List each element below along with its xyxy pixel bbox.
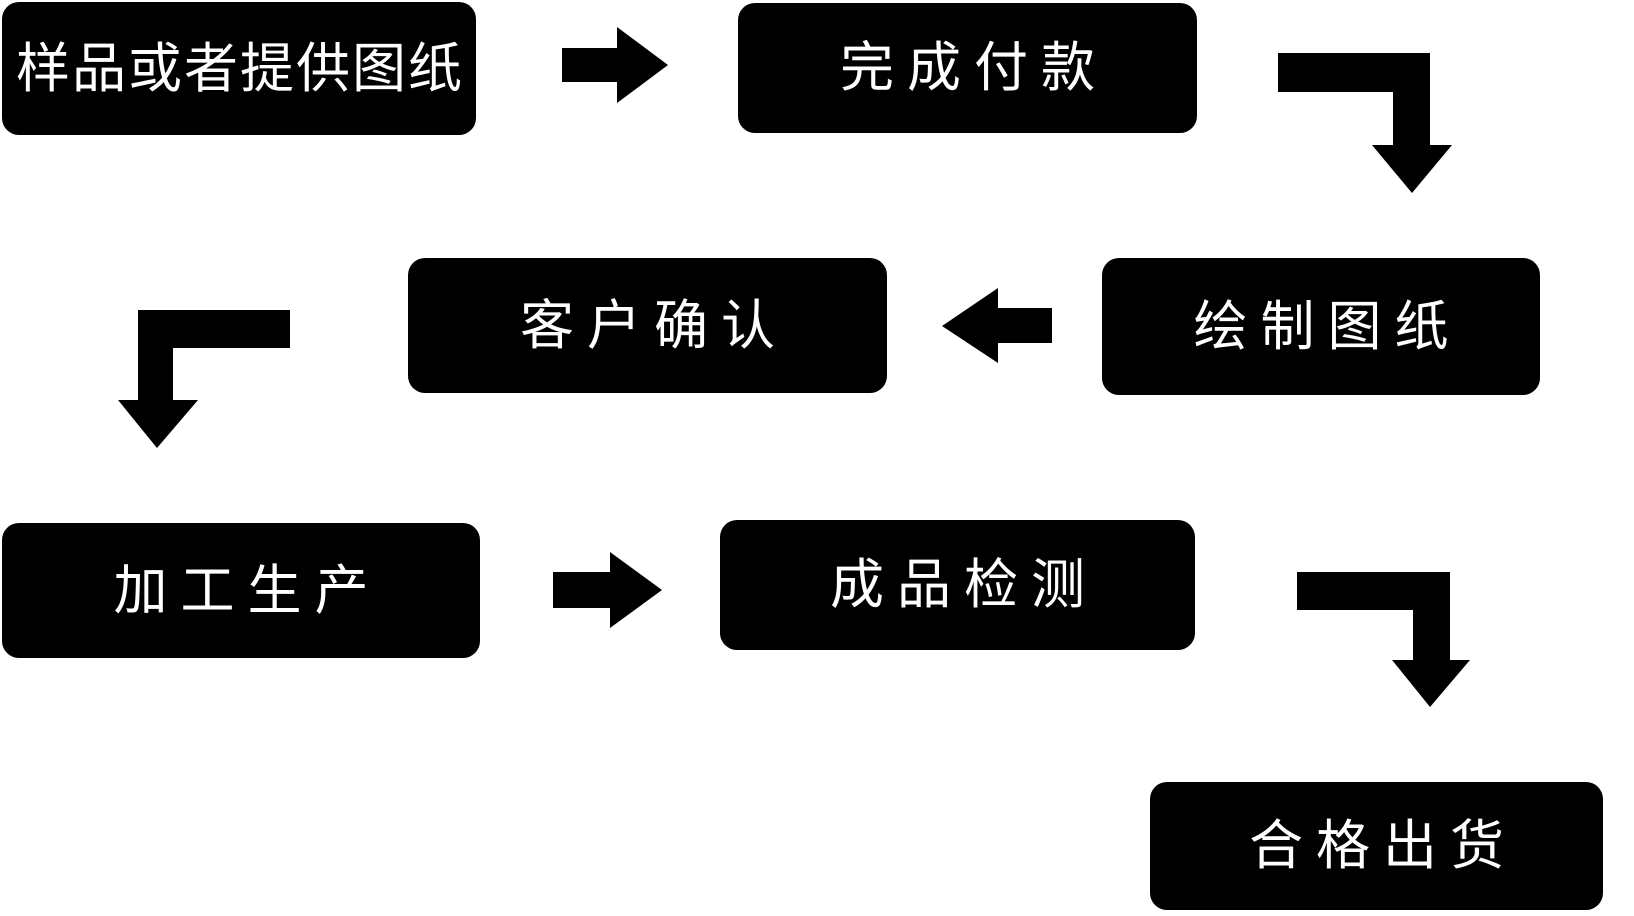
- arrow-elbow-confirm-to-production: [118, 310, 290, 448]
- node-label-inspection: 成品检测: [830, 555, 1098, 615]
- arrow-left-drawing-to-confirm: [942, 288, 1052, 363]
- flow-node-inspection: 成品检测: [720, 520, 1195, 650]
- flow-node-production: 加工生产: [2, 523, 480, 658]
- arrow-right-production-to-inspection: [553, 552, 662, 628]
- node-label-drawing: 绘制图纸: [1193, 296, 1462, 357]
- arrow-right-sample-to-payment: [562, 27, 668, 103]
- flow-node-shipment: 合格出货: [1150, 782, 1603, 910]
- node-label-payment: 完成付款: [840, 38, 1108, 98]
- node-label-shipment: 合格出货: [1249, 816, 1517, 876]
- arrow-elbow-inspection-to-shipment: [1297, 572, 1470, 707]
- node-label-confirm: 客户确认: [520, 295, 788, 356]
- flow-node-sample: 样品或者提供图纸: [2, 2, 476, 135]
- node-label-sample: 样品或者提供图纸: [16, 38, 464, 99]
- flow-node-confirm: 客户确认: [408, 258, 887, 393]
- node-label-production: 加工生产: [113, 560, 382, 621]
- flow-node-drawing: 绘制图纸: [1102, 258, 1540, 395]
- arrow-elbow-payment-to-drawing: [1278, 53, 1452, 193]
- flow-node-payment: 完成付款: [738, 3, 1197, 133]
